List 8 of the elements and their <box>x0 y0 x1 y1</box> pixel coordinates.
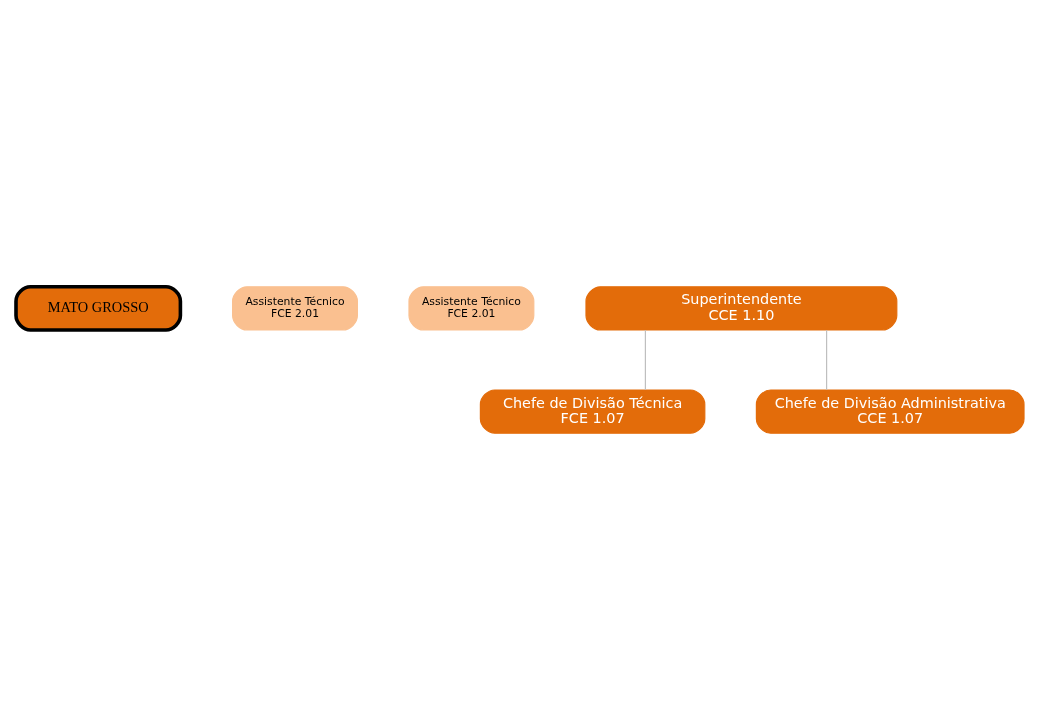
node-box: Chefe de Divisão Técnica FCE 1.07 <box>479 389 706 434</box>
connector <box>644 329 646 391</box>
node-box: Assistente Técnico FCE 2.01 <box>232 286 358 331</box>
node-box: Superintendente CCE 1.10 <box>585 286 898 331</box>
connector <box>826 329 828 391</box>
node-box: Assistente Técnico FCE 2.01 <box>408 286 535 331</box>
node-box: MATO GROSSO <box>14 285 183 332</box>
node-box: Chefe de Divisão Administrativa CCE 1.07 <box>755 389 1025 434</box>
